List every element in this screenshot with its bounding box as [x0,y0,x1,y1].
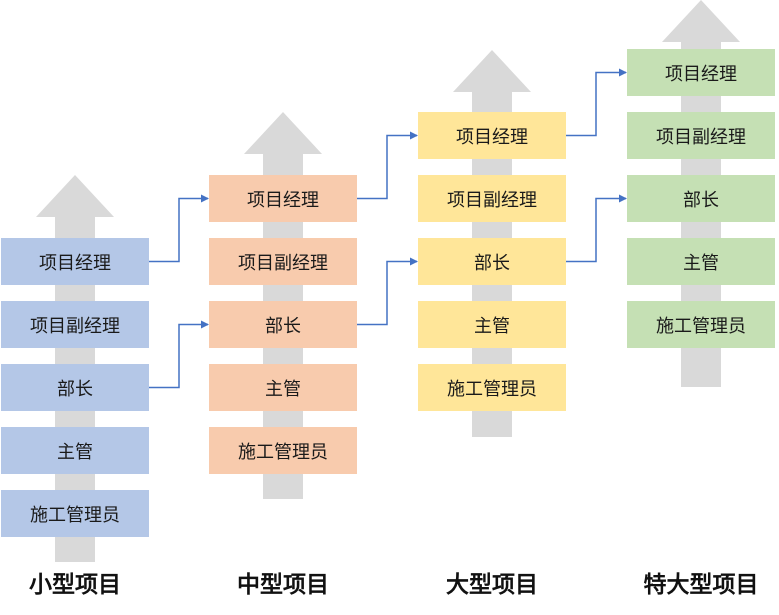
box-large-department-head: 部长 [418,238,566,285]
box-small-deputy-project-manager: 项目副经理 [1,301,149,348]
connector-arrow [357,131,418,200]
connector-arrow [566,68,627,137]
column-label-small-project: 小型项目 [29,572,121,598]
connector-arrow [149,320,209,389]
box-small-supervisor: 主管 [1,427,149,474]
box-medium-supervisor: 主管 [209,364,357,411]
connector-arrow [566,194,627,263]
box-medium-project-manager: 项目经理 [209,175,357,222]
box-small-department-head: 部长 [1,364,149,411]
box-medium-construction-manager: 施工管理员 [209,427,357,474]
box-large-deputy-project-manager: 项目副经理 [418,175,566,222]
box-xl-deputy-project-manager: 项目副经理 [627,112,775,159]
box-xl-supervisor: 主管 [627,238,775,285]
connector-arrow [357,257,418,326]
column-label-medium-project: 中型项目 [237,572,329,598]
box-small-construction-manager: 施工管理员 [1,490,149,537]
box-medium-department-head: 部长 [209,301,357,348]
box-large-construction-manager: 施工管理员 [418,364,566,411]
box-large-supervisor: 主管 [418,301,566,348]
box-xl-project-manager: 项目经理 [627,49,775,96]
column-label-extra-large-project: 特大型项目 [643,572,759,598]
box-xl-department-head: 部长 [627,175,775,222]
box-medium-deputy-project-manager: 项目副经理 [209,238,357,285]
box-xl-construction-manager: 施工管理员 [627,301,775,348]
connector-arrow [149,194,209,263]
column-label-large-project: 大型项目 [446,572,538,598]
box-small-project-manager: 项目经理 [1,238,149,285]
box-large-project-manager: 项目经理 [418,112,566,159]
